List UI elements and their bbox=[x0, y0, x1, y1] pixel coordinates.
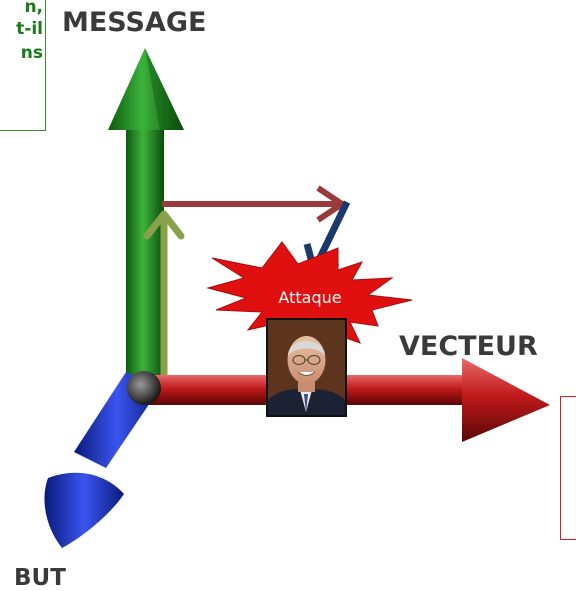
vecteur-axis bbox=[146, 358, 550, 442]
portrait-photo bbox=[266, 318, 347, 417]
portrait-image bbox=[268, 320, 345, 415]
attack-label: Attaque bbox=[278, 288, 341, 307]
message-label: MESSAGE bbox=[62, 7, 207, 38]
message-axis bbox=[108, 48, 184, 384]
path-arrow bbox=[162, 188, 342, 220]
but-label: BUT bbox=[14, 565, 66, 591]
origin-knob bbox=[127, 371, 161, 405]
vecteur-label: VECTEUR bbox=[399, 331, 538, 362]
